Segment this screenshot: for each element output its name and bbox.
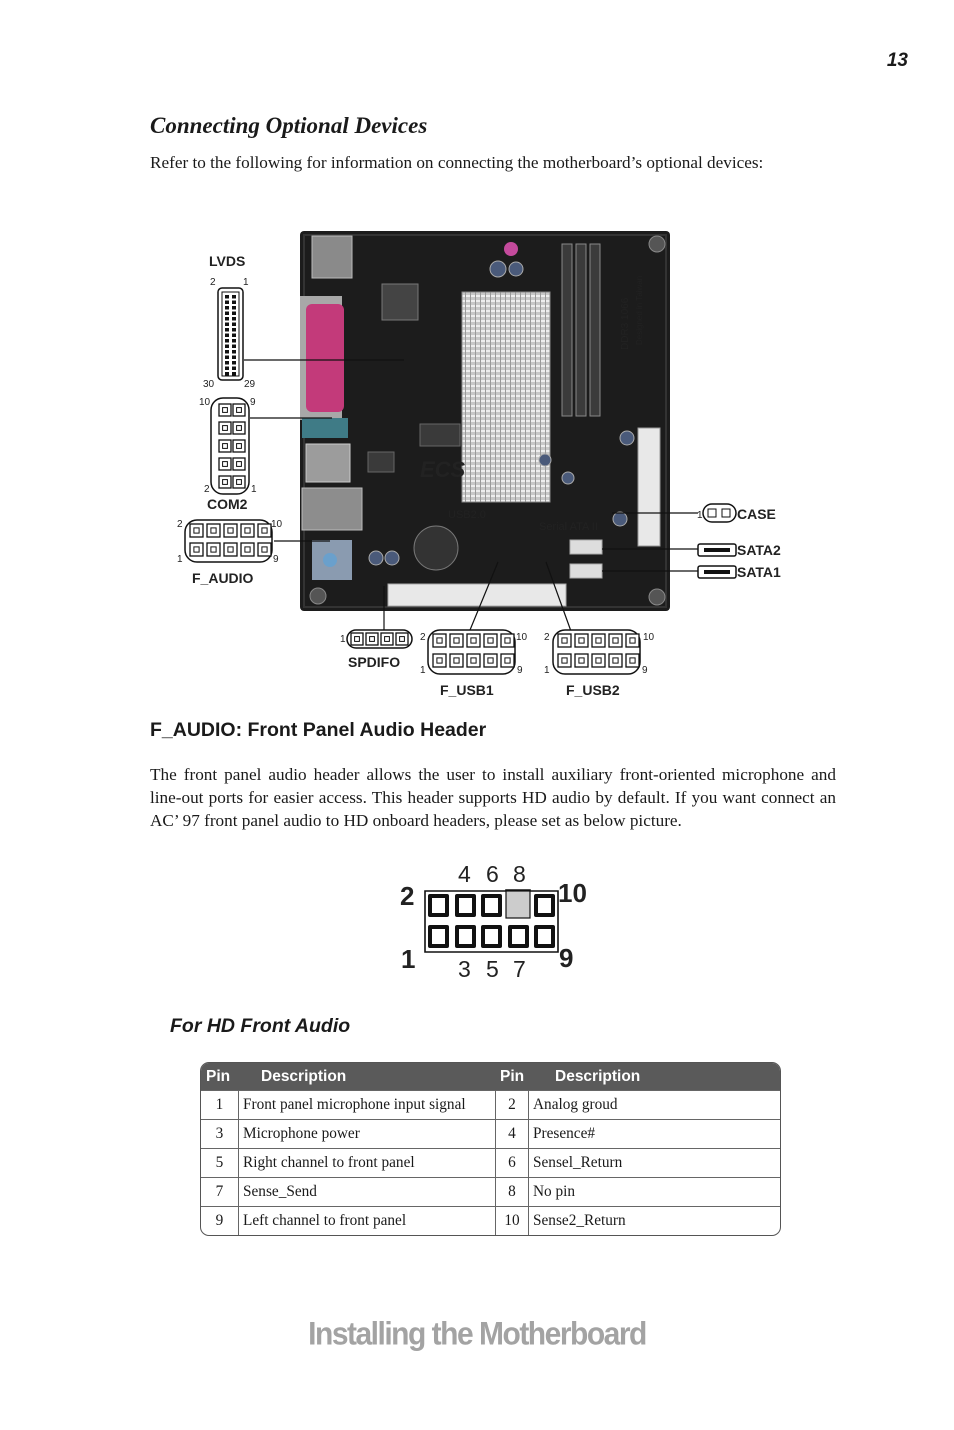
label-case: CASE xyxy=(737,506,776,522)
description-cell: Sense_Send xyxy=(239,1177,496,1206)
svg-text:1: 1 xyxy=(340,634,346,645)
hd-audio-heading: For HD Front Audio xyxy=(170,1015,351,1037)
table-row: 3 Microphone power 4 Presence# xyxy=(201,1119,780,1148)
label-com2: COM2 xyxy=(207,496,248,512)
board-sata-text: Serial ATA II xyxy=(539,521,598,533)
label-spdifo: SPDIFO xyxy=(348,654,400,670)
table-row: 9 Left channel to front panel 10 Sense2_… xyxy=(201,1206,780,1235)
description-cell: Sense2_Return xyxy=(529,1206,780,1235)
table-row: 7 Sense_Send 8 No pin xyxy=(201,1177,780,1206)
svg-text:1: 1 xyxy=(243,277,249,288)
pin-cell: 5 xyxy=(201,1148,239,1177)
pin-cell: 8 xyxy=(496,1177,529,1206)
label-sata2: SATA2 xyxy=(737,542,781,558)
svg-text:10: 10 xyxy=(516,632,528,643)
table-header-row: Pin Description Pin Description xyxy=(201,1063,780,1090)
description-cell: Presence# xyxy=(529,1119,780,1148)
svg-text:2: 2 xyxy=(177,519,183,530)
pin-label-7: 7 xyxy=(513,956,526,982)
svg-text:29: 29 xyxy=(244,379,256,390)
description-cell: Microphone power xyxy=(239,1119,496,1148)
svg-text:10: 10 xyxy=(271,519,283,530)
footer-title: Installing the Motherboard xyxy=(308,1316,647,1353)
pin-label-4: 4 xyxy=(458,861,471,887)
svg-text:10: 10 xyxy=(643,632,655,643)
pin-cell: 4 xyxy=(496,1119,529,1148)
svg-text:30: 30 xyxy=(203,379,215,390)
pin-label-2: 2 xyxy=(400,881,414,911)
audio-header-diagram: 4 6 8 2 1 10 9 3 5 7 xyxy=(400,861,587,982)
col-description: Description xyxy=(239,1063,496,1090)
description-cell: Left channel to front panel xyxy=(239,1206,496,1235)
label-f-usb2: F_USB2 xyxy=(566,682,620,698)
cmos-battery xyxy=(413,525,459,571)
pin-label-8: 8 xyxy=(513,861,526,887)
intro-paragraph: Refer to the following for information o… xyxy=(150,153,764,172)
svg-text:1: 1 xyxy=(544,665,550,676)
pci-slot xyxy=(387,583,567,607)
motherboard-diagram: ECS USB2.0 Serial ATA II DDR3 1066 Desig… xyxy=(177,231,781,698)
description-cell: Front panel microphone input signal xyxy=(239,1090,496,1119)
pin-label-6: 6 xyxy=(486,861,499,887)
pin-label-1: 1 xyxy=(401,944,415,974)
pin-cell: 2 xyxy=(496,1090,529,1119)
missing-pin-8 xyxy=(505,890,531,919)
parallel-port xyxy=(306,304,344,412)
pin-cell: 6 xyxy=(496,1148,529,1177)
pin-cell: 1 xyxy=(201,1090,239,1119)
svg-text:9: 9 xyxy=(273,554,279,565)
pin-cell: 10 xyxy=(496,1206,529,1235)
heatsink xyxy=(461,291,551,503)
description-cell: Sensel_Return xyxy=(529,1148,780,1177)
svg-text:2: 2 xyxy=(204,484,210,495)
board-designed-text: Designed in Taiwan xyxy=(635,276,644,345)
usb-port xyxy=(305,443,351,483)
description-cell: Analog groud xyxy=(529,1090,780,1119)
description-cell: Right channel to front panel xyxy=(239,1148,496,1177)
label-f-audio: F_AUDIO xyxy=(192,570,254,586)
label-lvds: LVDS xyxy=(209,253,245,269)
page-number: 13 xyxy=(886,50,908,71)
svg-text:2: 2 xyxy=(420,632,426,643)
pin-label-5: 5 xyxy=(486,956,499,982)
pin-label-9: 9 xyxy=(559,943,573,973)
pin-label-10: 10 xyxy=(558,878,587,908)
svg-text:1: 1 xyxy=(177,554,183,565)
svg-text:1: 1 xyxy=(251,484,257,495)
svg-text:1: 1 xyxy=(420,665,426,676)
label-sata1: SATA1 xyxy=(737,564,781,580)
col-description-2: Description xyxy=(529,1063,780,1090)
pin-cell: 3 xyxy=(201,1119,239,1148)
pin-label-3: 3 xyxy=(458,956,471,982)
table-row: 1 Front panel microphone input signal 2 … xyxy=(201,1090,780,1119)
ps2-port xyxy=(311,235,353,279)
section-title: Connecting Optional Devices xyxy=(150,113,428,138)
atx-power xyxy=(637,427,661,547)
svg-text:9: 9 xyxy=(517,665,523,676)
col-pin: Pin xyxy=(201,1063,239,1090)
svg-text:9: 9 xyxy=(642,665,648,676)
svg-text:1: 1 xyxy=(697,510,703,521)
pin-cell: 9 xyxy=(201,1206,239,1235)
board-usb-text: USB2.0 xyxy=(448,509,486,521)
ecs-logo: ECS xyxy=(420,457,466,482)
hd-audio-pin-table: Pin Description Pin Description 1 Front … xyxy=(200,1062,781,1236)
f-audio-paragraph: The front panel audio header allows the … xyxy=(150,765,836,830)
svg-text:2: 2 xyxy=(544,632,550,643)
vga-port xyxy=(302,418,348,438)
svg-text:10: 10 xyxy=(199,397,211,408)
description-cell: No pin xyxy=(529,1177,780,1206)
pin-cell: 7 xyxy=(201,1177,239,1206)
label-f-usb1: F_USB1 xyxy=(440,682,494,698)
table-row: 5 Right channel to front panel 6 Sensel_… xyxy=(201,1148,780,1177)
col-pin-2: Pin xyxy=(496,1063,529,1090)
svg-text:9: 9 xyxy=(250,397,256,408)
svg-text:2: 2 xyxy=(210,277,216,288)
board-ddr-text: DDR3 1066 xyxy=(620,297,631,350)
lan-port xyxy=(301,487,363,531)
f-audio-heading: F_AUDIO: Front Panel Audio Header xyxy=(150,719,487,741)
